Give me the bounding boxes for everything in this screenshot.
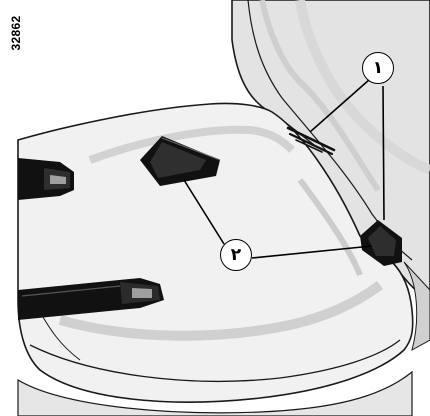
callout-1: ١ — [362, 52, 394, 84]
leader-1b — [382, 85, 385, 221]
callout-2: ٢ — [220, 239, 252, 271]
leader-2b — [251, 245, 373, 259]
callout-1-label: ١ — [372, 58, 384, 78]
isofix-anchors — [286, 126, 336, 156]
seatbelt-buckle-lower — [18, 278, 164, 320]
anchor-guide-right — [360, 220, 402, 266]
anchor-guide-left — [140, 136, 221, 186]
leader-2a — [183, 179, 225, 245]
seatbelt-buckle-upper — [18, 158, 74, 200]
leader-1a — [309, 71, 379, 133]
callout-2-label: ٢ — [230, 245, 242, 265]
figure-code: 32862 — [9, 15, 23, 51]
